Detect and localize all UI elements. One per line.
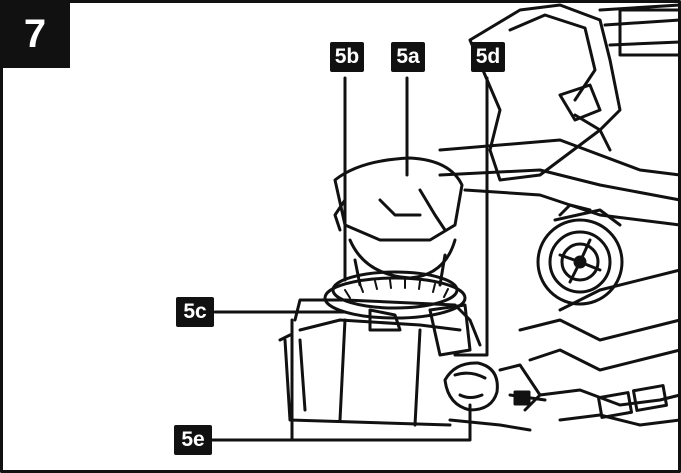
leader-5d — [453, 76, 489, 357]
callout-5c: 5c — [176, 297, 214, 327]
leader-lines — [210, 76, 489, 442]
callout-5e: 5e — [174, 425, 212, 455]
depth-knob — [333, 156, 464, 287]
callout-5a: 5a — [391, 42, 425, 72]
lock-knob — [443, 361, 547, 412]
callout-5b: 5b — [330, 42, 364, 72]
leader-5e — [210, 403, 472, 442]
side-vent — [536, 203, 624, 306]
callout-5d: 5d — [471, 42, 505, 72]
front-shoe — [278, 298, 542, 432]
rear-handle — [468, 3, 681, 182]
step-number-badge: 7 — [0, 0, 70, 68]
